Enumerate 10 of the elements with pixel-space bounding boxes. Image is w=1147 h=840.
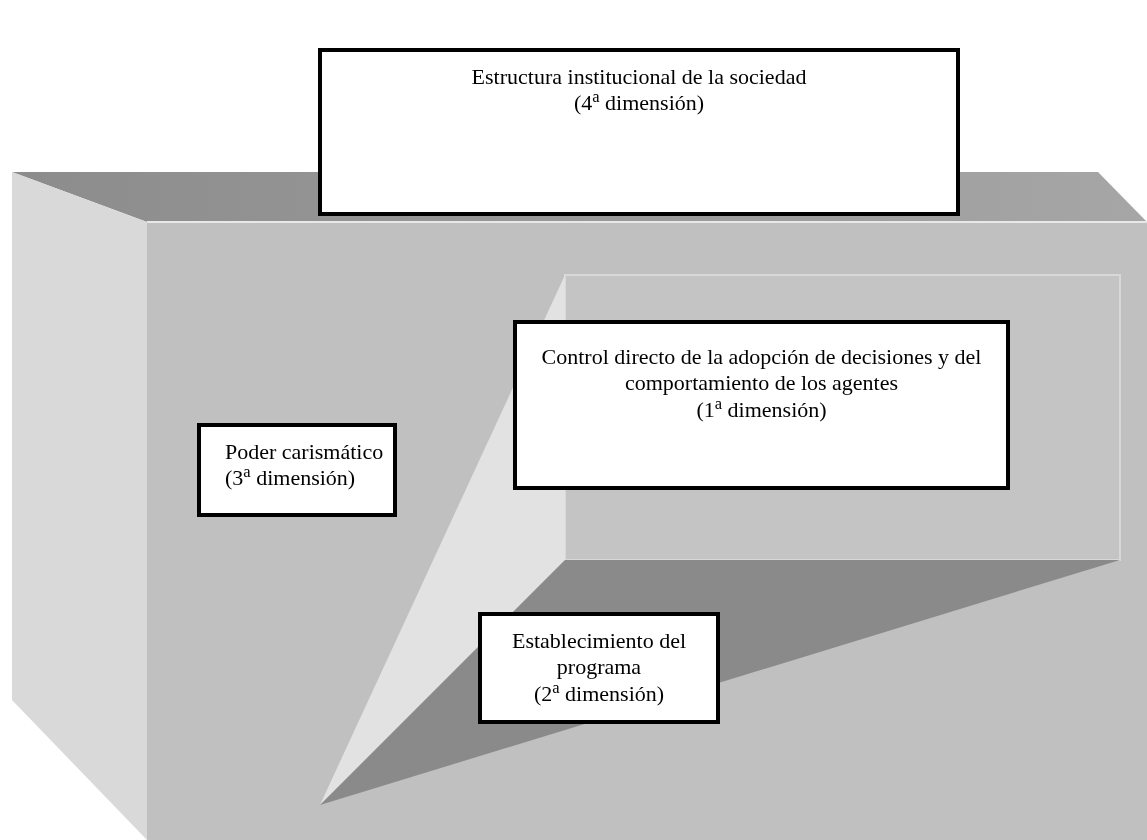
dimension-label: (4$^{a}$ dimensión) <box>572 90 706 117</box>
text-box <box>513 320 1010 490</box>
box-heading: Estructura institucional de la sociedad <box>470 64 808 91</box>
box-heading: Poder carismático <box>224 439 385 466</box>
dimension-label: (3$^{a}$ dimensión) <box>224 465 357 492</box>
text-box <box>197 423 397 517</box>
dimension-label: (2$^{a}$ dimensión) <box>532 680 666 708</box>
text-box <box>318 48 960 216</box>
dimension-label: (1$^{a}$ dimensión) <box>696 396 828 424</box>
text-box <box>478 612 720 724</box>
